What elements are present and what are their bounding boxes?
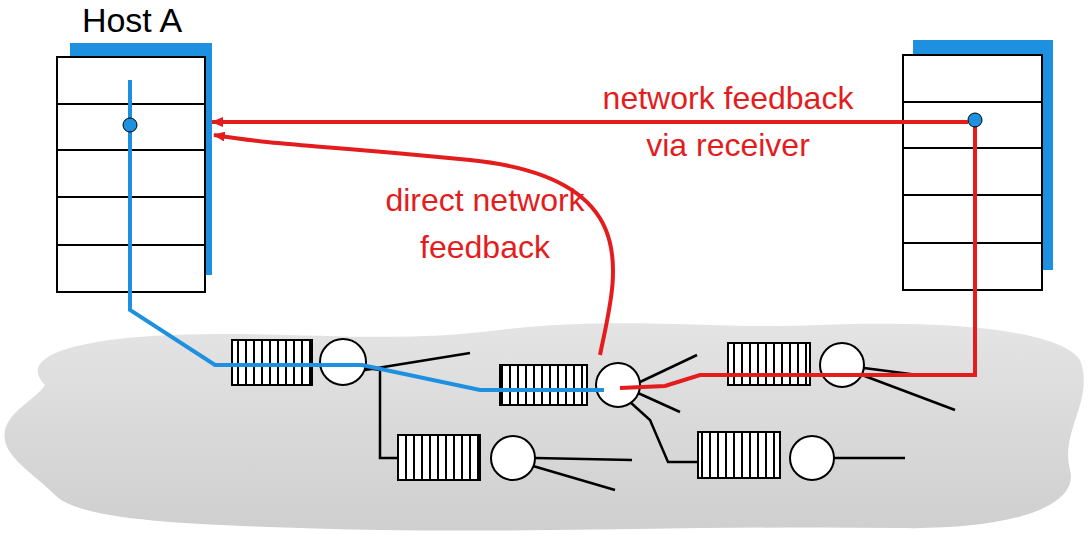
host-label: Host A: [57, 0, 207, 40]
receiver-dot: [968, 113, 982, 127]
sender-dot: [123, 118, 137, 132]
feedback-arrow: [212, 120, 968, 124]
network-cloud: [4, 323, 1083, 530]
host-stack: Host A: [57, 0, 207, 292]
direct-feedback-arrow: [214, 135, 613, 355]
protocol-stack: [903, 55, 1042, 290]
router-queues: [232, 339, 864, 480]
feedback-label: network feedback via receiver: [578, 75, 878, 169]
feedback-label: direct network feedback: [355, 177, 615, 271]
